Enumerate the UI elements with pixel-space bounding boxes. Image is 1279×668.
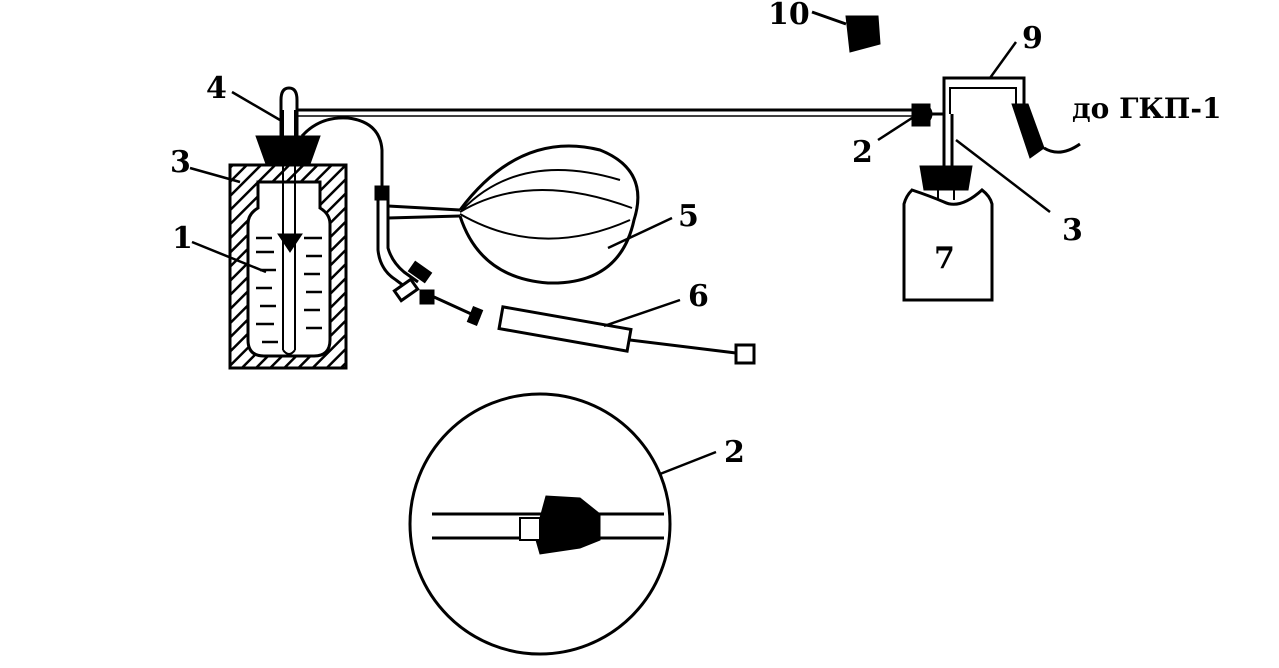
flask-7 [902, 165, 994, 302]
cap-10 [811, 10, 881, 53]
detail-inset [408, 392, 672, 656]
insulated-vessel [228, 86, 348, 370]
jar-1 [246, 180, 332, 358]
leader-lines [189, 41, 1051, 476]
label-5: 5 [678, 199, 699, 234]
stopper-4 [255, 135, 321, 165]
label-3-right: 3 [1062, 213, 1083, 248]
label-2: 2 [852, 135, 873, 170]
inner-funnel [277, 233, 303, 253]
label-3-left: 3 [170, 145, 191, 180]
label-10: 10 [768, 0, 810, 32]
bulb-5 [458, 144, 640, 285]
nozzle [1011, 103, 1045, 159]
label-destination: до ГКП-1 [1072, 92, 1221, 125]
main-tubing [297, 108, 922, 117]
label-4: 4 [206, 71, 227, 106]
valve-2 [911, 103, 933, 127]
label-2-detail: 2 [724, 435, 745, 470]
bulb-tubing [300, 116, 461, 294]
syringe-6 [433, 295, 756, 365]
curved-arrow-icon [1043, 142, 1081, 154]
label-6: 6 [688, 279, 709, 314]
label-9: 9 [1022, 21, 1043, 56]
label-7: 7 [934, 241, 955, 276]
label-1: 1 [172, 221, 193, 256]
tee-9 [930, 76, 1045, 170]
